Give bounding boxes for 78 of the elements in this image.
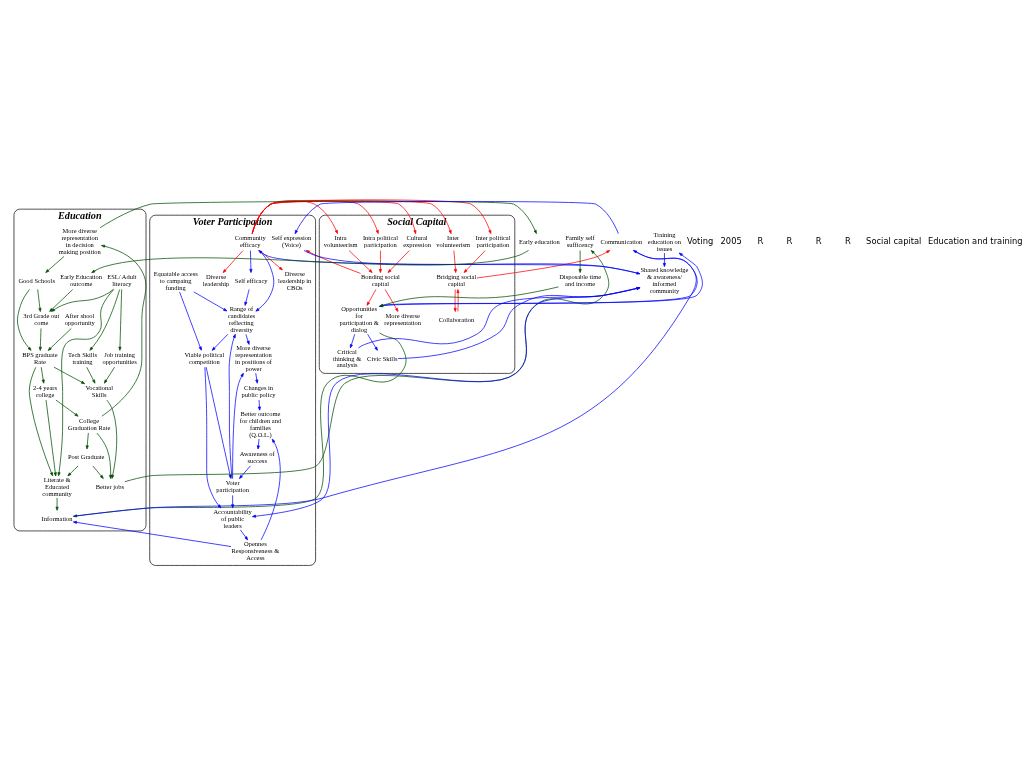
arrow [67, 465, 79, 476]
arrow [476, 249, 611, 278]
arrow [232, 372, 244, 479]
arrow [37, 288, 42, 312]
arrow [252, 286, 641, 518]
arrow [103, 366, 115, 384]
label: 2005 [720, 235, 742, 246]
arrow [211, 333, 229, 351]
arrow [228, 333, 236, 479]
arrow [205, 366, 232, 479]
arrow [251, 199, 452, 234]
arrow [294, 200, 619, 234]
arrow [17, 288, 32, 351]
label: Voting [686, 235, 714, 246]
arrow [45, 399, 57, 476]
arrow [251, 199, 492, 234]
label: R [845, 235, 851, 246]
arrow [456, 288, 460, 312]
arrow [179, 291, 202, 351]
arrow [379, 286, 559, 307]
label: R [786, 235, 793, 246]
arrow [463, 249, 486, 273]
arrow [453, 249, 457, 273]
arrow [106, 399, 118, 479]
arrow [662, 252, 666, 267]
arrow [366, 288, 377, 306]
arrow [244, 288, 250, 306]
arrow [245, 333, 250, 345]
arrow [72, 520, 232, 547]
arrow [28, 366, 53, 476]
arrow [251, 200, 417, 234]
arrow [378, 249, 382, 273]
arrow [397, 286, 641, 359]
arrow [260, 438, 281, 540]
label: R [815, 235, 822, 246]
arrow [239, 529, 249, 540]
arrow [453, 288, 457, 312]
arrow [92, 465, 104, 479]
arrow [255, 249, 275, 312]
arrow [55, 399, 79, 417]
arrow [239, 465, 251, 479]
arrow [251, 199, 338, 234]
arrow [231, 494, 235, 508]
arrow [348, 249, 373, 273]
arrow [222, 249, 244, 273]
arrow [305, 249, 361, 274]
arrow [55, 497, 59, 511]
arrow [57, 288, 115, 476]
arrow [45, 255, 65, 273]
arrow [193, 291, 228, 311]
arrow [49, 288, 74, 312]
arrow [38, 327, 42, 351]
arrow [255, 372, 259, 384]
arrow [257, 399, 261, 411]
arrow [85, 432, 89, 449]
label: Education and training [927, 235, 1023, 246]
arrow [118, 288, 123, 351]
arrow [349, 333, 356, 348]
arrow [259, 249, 283, 270]
arrow [367, 333, 378, 351]
arrow [101, 244, 147, 417]
arrow [358, 286, 641, 348]
arrow [91, 249, 529, 273]
arrow [256, 438, 260, 449]
arrow [96, 432, 113, 479]
arrow [251, 199, 379, 234]
arrow [86, 366, 96, 384]
arrow [384, 288, 399, 312]
arrow [47, 327, 72, 351]
arrow [249, 249, 253, 273]
arrow [387, 249, 410, 273]
label: Social capital [866, 235, 922, 246]
arrow [40, 366, 45, 384]
arrow [51, 288, 114, 312]
arrow [89, 288, 121, 351]
arrow [578, 249, 582, 273]
arrow [53, 366, 86, 384]
label: R [757, 235, 764, 246]
